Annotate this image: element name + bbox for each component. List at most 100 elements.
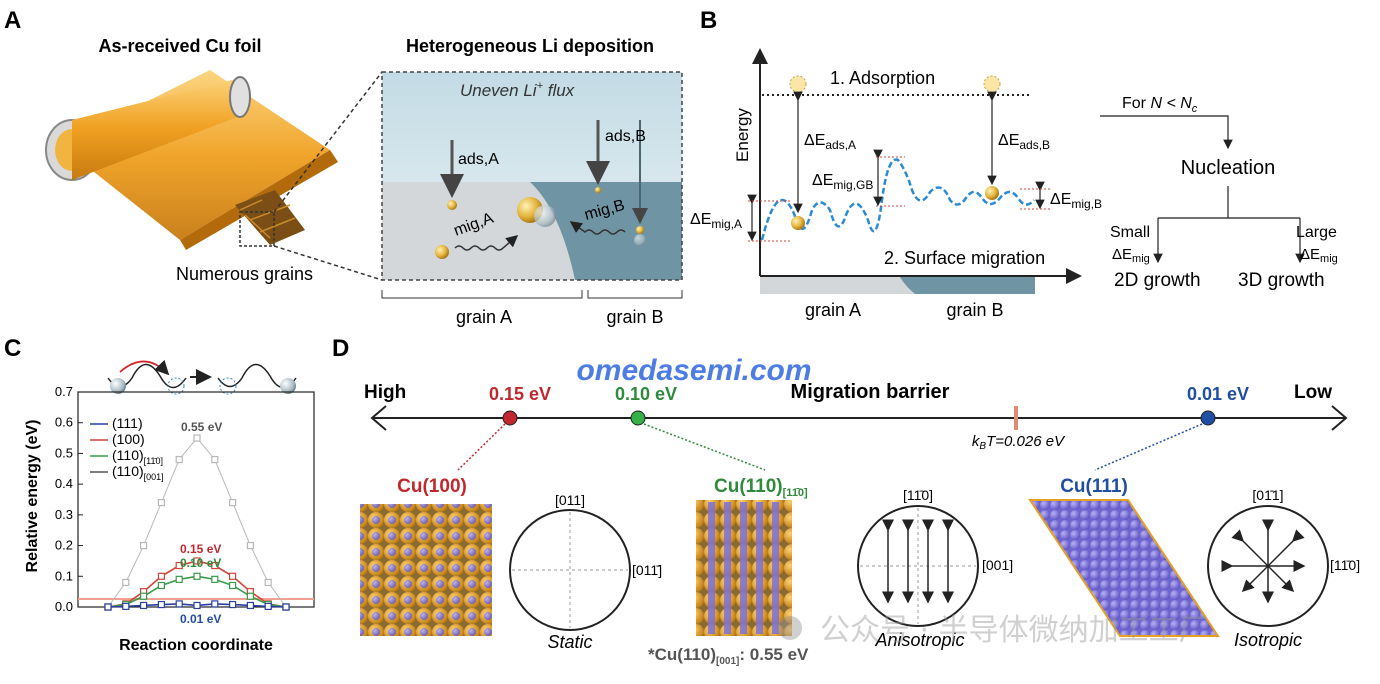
- cu110-li-rows: [708, 502, 779, 634]
- cu111-label: Cu(111): [1060, 476, 1128, 497]
- data-point-0: [211, 600, 219, 608]
- low-label: Low: [1294, 382, 1332, 403]
- cu100-lattice: [360, 504, 492, 636]
- nucleation-flow: For N < Nc Nucleation Small ΔEmig Large …: [1100, 95, 1338, 291]
- data-point-0: [122, 602, 130, 610]
- cu111-compass: [01̄1] [11̄0] Isotropic: [1207, 487, 1360, 650]
- kbt-label: kBT=0.026 eV: [972, 433, 1066, 452]
- dE-mig-gb-label: ΔEmig,GB: [812, 172, 873, 192]
- migration-barrier-title: Migration barrier: [791, 381, 950, 403]
- data-point-3: [246, 541, 254, 550]
- nucleation-label: Nucleation: [1181, 157, 1276, 179]
- legend-111: (111): [112, 415, 143, 431]
- data-point-3: [122, 578, 130, 587]
- watermark-omedasemi: omedasemi.com: [576, 354, 811, 387]
- energy-diagram: Energy 1. Adsorption ΔEads,A ΔEads,B ΔEm…: [690, 48, 1102, 320]
- dir-011: [011]: [555, 492, 585, 508]
- annotation-010: 0.10 eV: [180, 556, 221, 570]
- data-point-1: [193, 557, 201, 565]
- legend-100: (100): [112, 431, 145, 447]
- small-label: Small: [1110, 224, 1150, 241]
- deposition-inset: Uneven Li+ flux ads,A ads,B mig,A mig,B: [381, 71, 683, 281]
- data-point-2: [246, 592, 254, 600]
- data-point-3: [157, 498, 165, 507]
- data-point-0: [282, 603, 290, 611]
- marker-001: [1200, 410, 1216, 426]
- e010-label: 0.10 eV: [615, 384, 677, 404]
- annotation-015: 0.15 eV: [180, 542, 221, 556]
- data-point-2: [193, 572, 201, 580]
- grains-zoom-box: [239, 211, 275, 247]
- panel-label-a: A: [4, 7, 21, 34]
- y-tick-label: 0.5: [55, 445, 73, 460]
- dir-1m10-a: [11̄0]: [903, 487, 933, 503]
- panel-label-c: C: [4, 335, 21, 362]
- cu-foil-title: As-received Cu foil: [98, 36, 261, 56]
- li-deposition-title: Heterogeneous Li deposition: [406, 36, 654, 56]
- data-point-3: [229, 498, 237, 507]
- y-tick-label: 0.1: [55, 568, 73, 583]
- data-point-2: [157, 581, 165, 590]
- cu111-lattice: [1028, 499, 1220, 637]
- annotation-001: 0.01 eV: [180, 612, 221, 626]
- migration-barrier-axis: High Low Migration barrier 0.15 eV 0.10 …: [364, 381, 1348, 471]
- data-point-3: [211, 455, 219, 464]
- data-point-1: [175, 561, 183, 570]
- data-point-2: [229, 581, 237, 590]
- marker-010: [630, 410, 646, 426]
- static-label: Static: [547, 632, 592, 652]
- footnote-cu110-001: *Cu(110)[001]: 0.55 eV: [648, 645, 809, 667]
- numerous-grains-label: Numerous grains: [176, 264, 313, 284]
- surface-migration-label: 2. Surface migration: [884, 248, 1045, 268]
- high-label: High: [364, 382, 406, 403]
- y-tick-label: 0.7: [55, 384, 73, 399]
- data-point-3: [175, 455, 183, 464]
- panel-label-d: D: [332, 335, 349, 362]
- data-point-3: [264, 578, 272, 587]
- uneven-flux-label: Uneven Li+ flux: [460, 80, 575, 100]
- dE-ads-a-label: ΔEads,A: [804, 132, 856, 152]
- small-dE-label: ΔEmig: [1112, 246, 1150, 265]
- e015-label: 0.15 eV: [489, 384, 551, 404]
- data-point-0: [157, 600, 165, 609]
- dE-ads-b-label: ΔEads,B: [998, 132, 1050, 152]
- marker-015: [502, 410, 518, 426]
- panel-label-b: B: [700, 7, 717, 34]
- dir-01m1: [011̄]: [632, 562, 662, 578]
- data-point-1: [229, 572, 237, 580]
- cu110-label: Cu(110)[11̄0]: [714, 476, 808, 499]
- data-point-2: [140, 592, 148, 600]
- data-point-0: [193, 601, 201, 610]
- dir-0m11: [01̄1]: [1252, 487, 1283, 503]
- cu100-label: Cu(100): [397, 476, 467, 497]
- data-point-1: [211, 561, 219, 570]
- wechat-watermark: 公众号 · 半导体微纳加工工厂: [778, 613, 1209, 648]
- dE-mig-b-label: ΔEmig,B: [1050, 191, 1102, 211]
- grain-b-label-b: grain B: [946, 300, 1003, 320]
- data-point-0: [264, 602, 272, 610]
- y-tick-label: 0.0: [55, 599, 73, 614]
- anisotropic-label: Anisotropic: [874, 630, 964, 650]
- ads-a-label: ads,A: [458, 151, 499, 168]
- large-dE-label: ΔEmig: [1300, 246, 1338, 265]
- grain-b-label-a: grain B: [606, 307, 663, 327]
- y-tick-label: 0.6: [55, 415, 73, 430]
- adsorption-label: 1. Adsorption: [830, 68, 935, 88]
- data-point-0: [246, 601, 254, 610]
- for-n-label: For N < Nc: [1122, 95, 1198, 115]
- cu110-compass: [11̄0] [001] Anisotropic: [857, 487, 1013, 650]
- chart-c-ylabel: Relative energy (eV): [24, 420, 41, 573]
- data-point-0: [104, 603, 112, 611]
- dir-1m10-b: [11̄0]: [1330, 557, 1360, 573]
- data-point-3: [140, 541, 148, 550]
- data-point-0: [175, 600, 183, 608]
- dir-001: [001]: [982, 557, 1013, 573]
- e001-label: 0.01 eV: [1187, 384, 1249, 404]
- dE-mig-a-label: ΔEmig,A: [690, 211, 742, 231]
- data-point-2: [175, 575, 183, 583]
- energy-profile-chart: Relative energy (eV) Reaction coordinate…: [24, 384, 315, 654]
- grain-a-label-a: grain A: [456, 307, 512, 327]
- data-point-1: [157, 572, 165, 580]
- ads-b-label: ads,B: [605, 128, 646, 145]
